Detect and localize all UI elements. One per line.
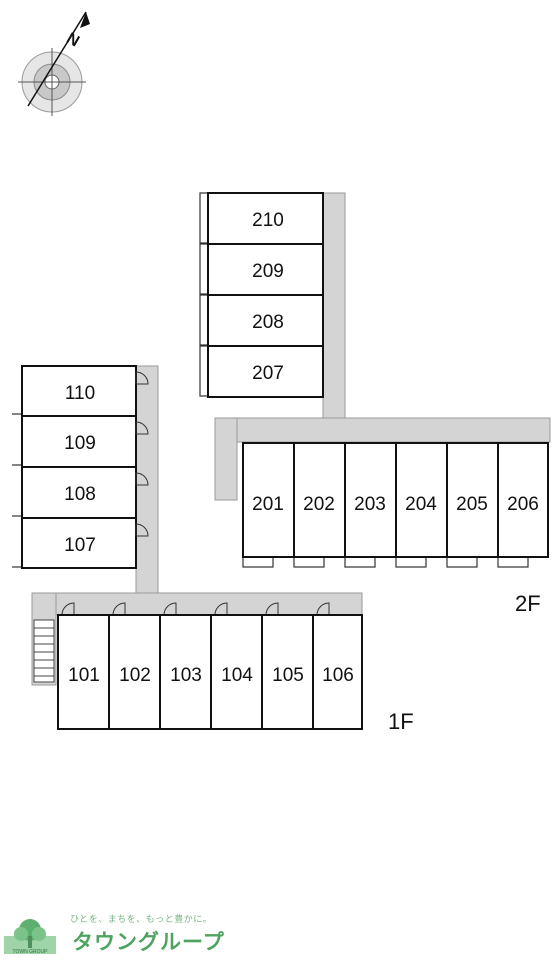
svg-text:207: 207	[252, 363, 284, 384]
unit-107[interactable]: 107	[21, 517, 137, 569]
unit-105[interactable]: 105	[261, 614, 314, 730]
svg-text:106: 106	[322, 665, 354, 686]
second-floor-corridor	[214, 192, 551, 501]
unit-106[interactable]: 106	[312, 614, 363, 730]
unit-102[interactable]: 102	[108, 614, 161, 730]
second-floor-upper-block: 210 209 208 207	[207, 192, 324, 398]
first-floor-balconies	[12, 413, 22, 568]
svg-text:209: 209	[252, 261, 284, 282]
unit-208[interactable]: 208	[207, 294, 324, 347]
compass-north-label: N	[64, 30, 83, 51]
svg-text:205: 205	[456, 494, 488, 515]
unit-205[interactable]: 205	[446, 442, 499, 558]
svg-text:105: 105	[272, 665, 304, 686]
unit-110[interactable]: 110	[21, 365, 137, 417]
svg-text:109: 109	[64, 433, 96, 454]
unit-209[interactable]: 209	[207, 243, 324, 296]
svg-text:201: 201	[252, 494, 284, 515]
unit-210[interactable]: 210	[207, 192, 324, 245]
svg-text:203: 203	[354, 494, 386, 515]
footer-brand-name: タウングループ	[72, 931, 225, 954]
svg-text:202: 202	[303, 494, 335, 515]
second-floor-lower-block: 201 202 203 204 205 206	[242, 442, 549, 558]
unit-108[interactable]: 108	[21, 466, 137, 519]
unit-204[interactable]: 204	[395, 442, 448, 558]
first-floor-door-icons	[61, 371, 330, 616]
first-floor-lower-block: 101 102 103 104 105 106	[57, 614, 363, 730]
svg-text:104: 104	[221, 665, 253, 686]
svg-text:208: 208	[252, 312, 284, 333]
unit-101[interactable]: 101	[57, 614, 110, 730]
unit-203[interactable]: 203	[344, 442, 397, 558]
svg-text:103: 103	[170, 665, 202, 686]
first-floor-upper-block: 110 109 108 107	[21, 365, 137, 569]
svg-text:TOWN GROUP: TOWN GROUP	[13, 949, 49, 955]
unit-206[interactable]: 206	[497, 442, 549, 558]
svg-text:102: 102	[119, 665, 151, 686]
unit-201[interactable]: 201	[242, 442, 295, 558]
svg-text:206: 206	[507, 494, 539, 515]
unit-207[interactable]: 207	[207, 345, 324, 398]
unit-104[interactable]: 104	[210, 614, 263, 730]
svg-text:107: 107	[64, 535, 96, 556]
footer-tagline: ひとを、まちを、もっと豊かに。	[70, 914, 213, 924]
svg-text:101: 101	[68, 665, 100, 686]
unit-109[interactable]: 109	[21, 415, 137, 468]
floor-label-2f: 2F	[515, 591, 541, 616]
svg-text:108: 108	[64, 484, 96, 505]
town-group-logo-icon: TOWN GROUP	[4, 912, 56, 955]
svg-text:110: 110	[65, 383, 95, 404]
compass-icon: N	[18, 11, 90, 116]
svg-text:210: 210	[252, 210, 284, 231]
floor-label-1f: 1F	[388, 709, 414, 734]
svg-text:204: 204	[405, 494, 437, 515]
unit-202[interactable]: 202	[293, 442, 346, 558]
stairs-icon	[33, 619, 55, 683]
unit-103[interactable]: 103	[159, 614, 212, 730]
